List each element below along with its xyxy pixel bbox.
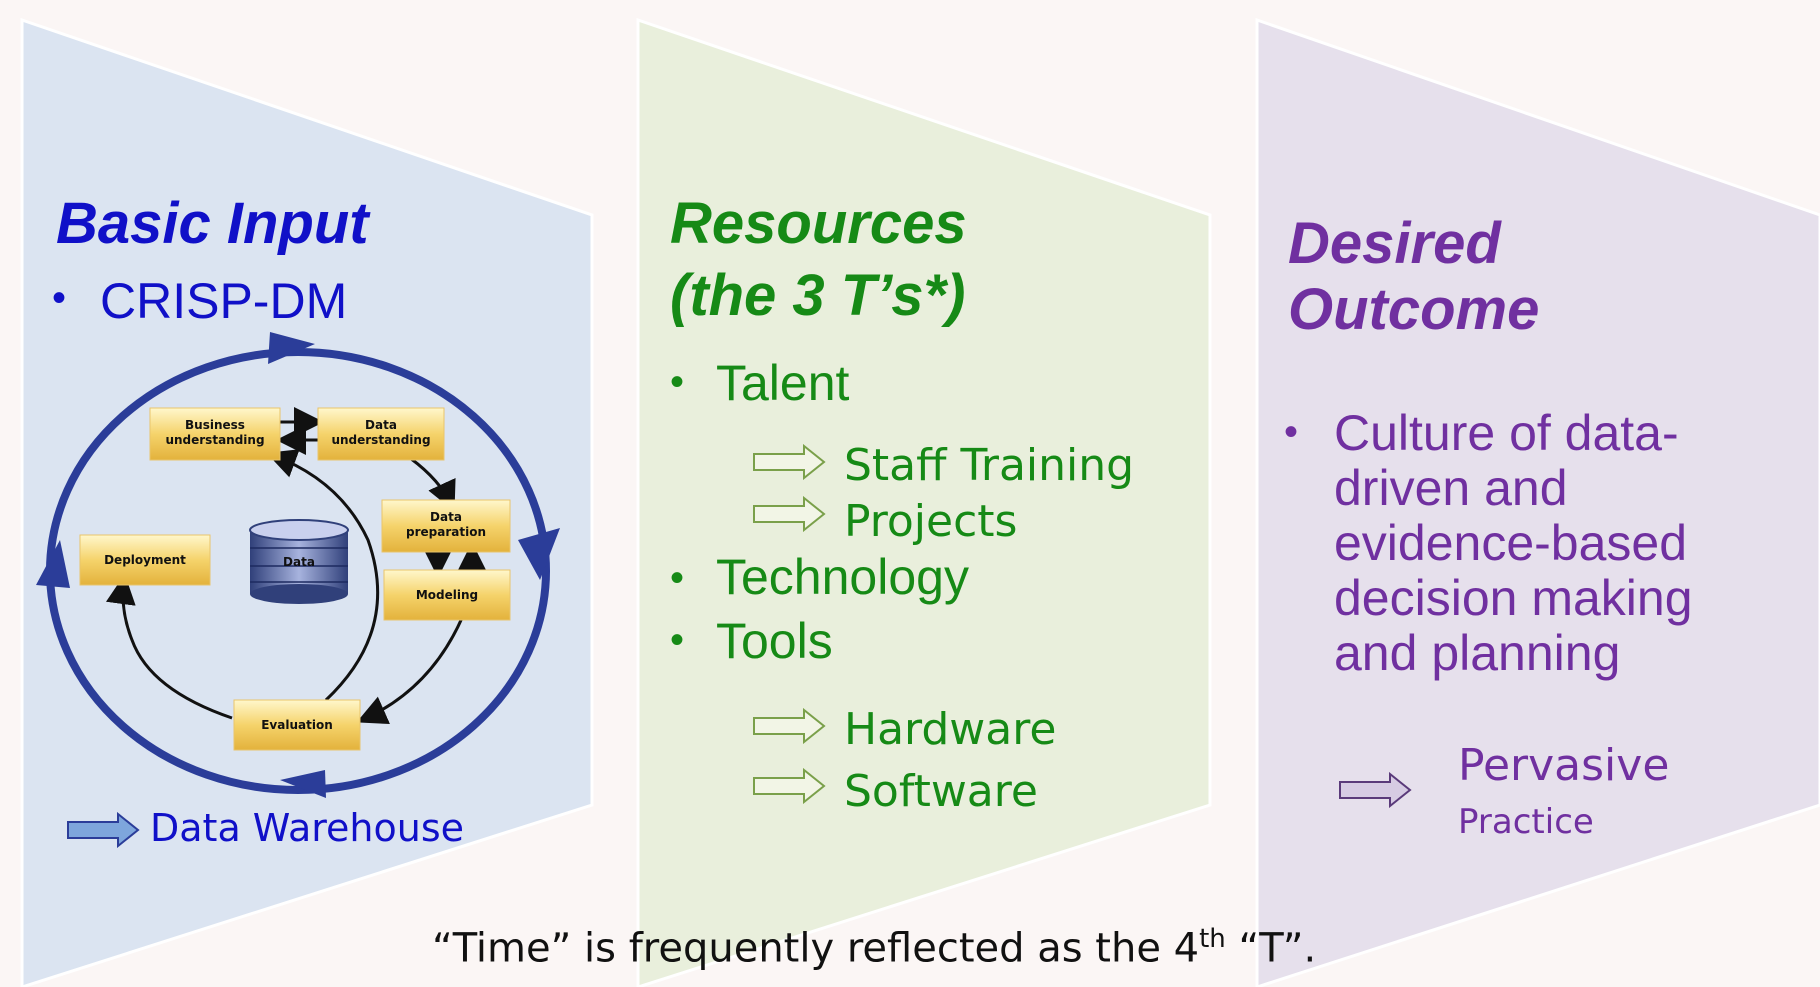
tools-bullet: Tools: [716, 613, 833, 669]
resources-title-line2: (the 3 T’s*): [670, 263, 966, 328]
outcome-title-line2: Outcome: [1288, 277, 1540, 342]
data-cylinder-icon: [249, 519, 349, 604]
bullet-dot: •: [1284, 410, 1299, 454]
box-modeling: [383, 569, 511, 621]
basic-input-title: Basic Input: [56, 191, 369, 256]
box-label: preparation: [406, 525, 486, 539]
talent-bullet: Talent: [716, 355, 850, 411]
box-data-preparation: [381, 499, 511, 553]
box-label: Data: [365, 418, 397, 432]
box-label: Modeling: [416, 588, 478, 602]
footnote-text: “Time” is frequently reflected as the 4: [432, 925, 1200, 972]
outcome-bullet-line: Culture of data-: [1334, 405, 1679, 461]
outcome-bullet-line: and planning: [1334, 625, 1621, 681]
staff-training-label: Staff Training: [844, 440, 1135, 491]
box-business-understanding: [149, 407, 281, 461]
box-label: Deployment: [104, 553, 186, 567]
outcome-bullet-line: decision making: [1334, 570, 1693, 626]
box-label: Data: [283, 555, 315, 569]
footnote-text-end: “T”.: [1225, 925, 1317, 972]
hardware-arrow-icon: [753, 708, 826, 744]
box-label: understanding: [165, 433, 264, 447]
cycle-arrowhead-right: [518, 528, 560, 580]
desired-outcome-panel: [1255, 17, 1820, 987]
pervasive-practice-arrow-icon: [1339, 772, 1412, 808]
outcome-title-line1: Desired: [1288, 211, 1501, 276]
cycle-arrowhead-bottom: [280, 770, 326, 798]
footnote-superscript: th: [1199, 924, 1226, 954]
data-warehouse-label: Data Warehouse: [150, 806, 465, 850]
outcome-bullet-line: driven and: [1334, 460, 1568, 516]
technology-bullet: Technology: [716, 549, 969, 605]
box-label: understanding: [331, 433, 430, 447]
resources-panel: [636, 17, 1212, 987]
bullet-dot: •: [52, 276, 67, 320]
box-label: Data: [430, 510, 462, 524]
projects-label: Projects: [844, 496, 1018, 547]
projects-arrow-icon: [753, 496, 826, 532]
box-evaluation: [233, 699, 361, 751]
crisp-dm-label: CRISP-DM: [100, 273, 348, 329]
resources-title-line1: Resources: [670, 191, 967, 256]
hardware-label: Hardware: [844, 704, 1057, 755]
box-data-understanding: [317, 407, 445, 461]
software-arrow-icon: [753, 768, 826, 804]
bullet-dot: •: [670, 618, 685, 662]
software-label: Software: [844, 766, 1038, 817]
bullet-dot: •: [670, 360, 685, 404]
bullet-dot: •: [670, 556, 685, 600]
box-label: Business: [185, 418, 245, 432]
staff-training-arrow-icon: [753, 444, 826, 480]
footnote: “Time” is frequently reflected as the 4t…: [432, 924, 1316, 971]
practice-label: Practice: [1458, 802, 1594, 842]
box-deployment: [79, 534, 211, 586]
outcome-bullet-line: evidence-based: [1334, 515, 1688, 571]
box-label: Evaluation: [261, 718, 333, 732]
pervasive-label: Pervasive: [1458, 740, 1670, 791]
outcome-bullet-text: Culture of data- driven and evidence-bas…: [1334, 406, 1693, 681]
cycle-arrowhead-left: [36, 540, 70, 588]
data-warehouse-arrow-icon: [67, 812, 140, 848]
cycle-arrowhead-top: [268, 332, 315, 364]
